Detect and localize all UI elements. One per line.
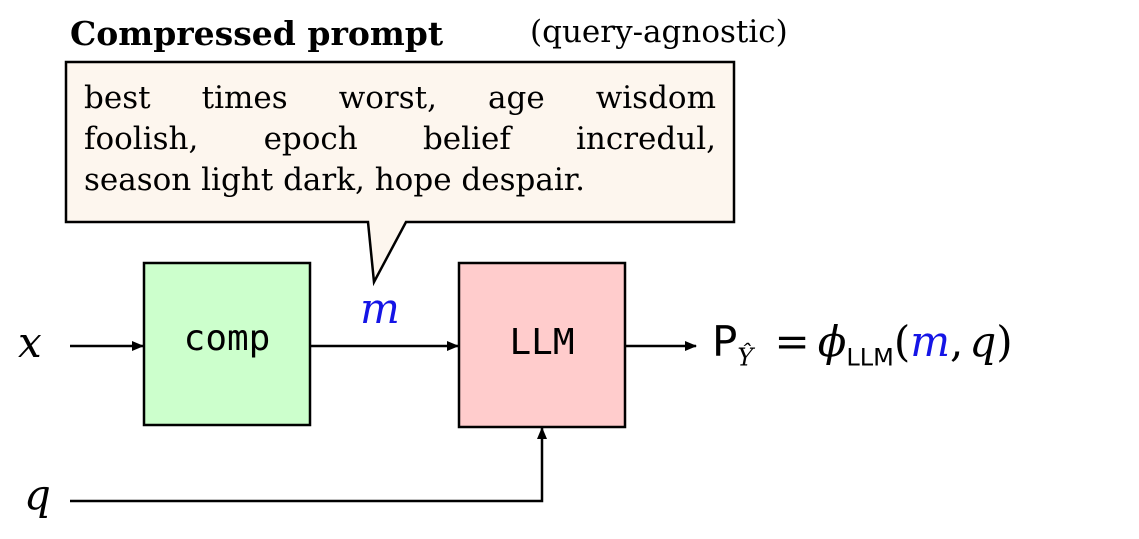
output-comma: ,	[950, 317, 964, 366]
output-Y-hat: Ŷ	[737, 343, 754, 372]
output-phi: ϕ	[817, 317, 847, 366]
input-x-symbol: x	[18, 318, 42, 367]
comp-box	[142, 261, 312, 427]
bubble-line-3: season light dark, hope despair.	[84, 162, 585, 198]
bubble-line-1: best times worst, age wisdom	[84, 80, 716, 116]
output-q: q	[969, 317, 997, 366]
input-q-symbol: q	[24, 470, 51, 519]
arrow-q-to-llm	[70, 427, 547, 503]
output-close-paren: )	[996, 317, 1013, 366]
output-equals: =	[774, 317, 810, 366]
output-P: P	[712, 317, 738, 366]
title-query-agnostic: (query-agnostic)	[530, 14, 788, 50]
speech-bubble	[64, 60, 736, 287]
output-equation: PŶ =ϕLLM(m,q)	[712, 317, 1013, 371]
bubble-line-2: foolish, epoch belief incredul,	[84, 121, 716, 157]
title-compressed-prompt: Compressed prompt	[70, 14, 444, 53]
comp-label: comp	[183, 318, 271, 359]
llm-label: LLM	[509, 322, 575, 363]
compressed-m-symbol: m	[360, 284, 400, 333]
output-phi-sub: LLM	[846, 343, 894, 372]
llm-box	[457, 261, 627, 429]
output-m: m	[910, 317, 951, 366]
output-open-paren: (	[893, 317, 911, 366]
